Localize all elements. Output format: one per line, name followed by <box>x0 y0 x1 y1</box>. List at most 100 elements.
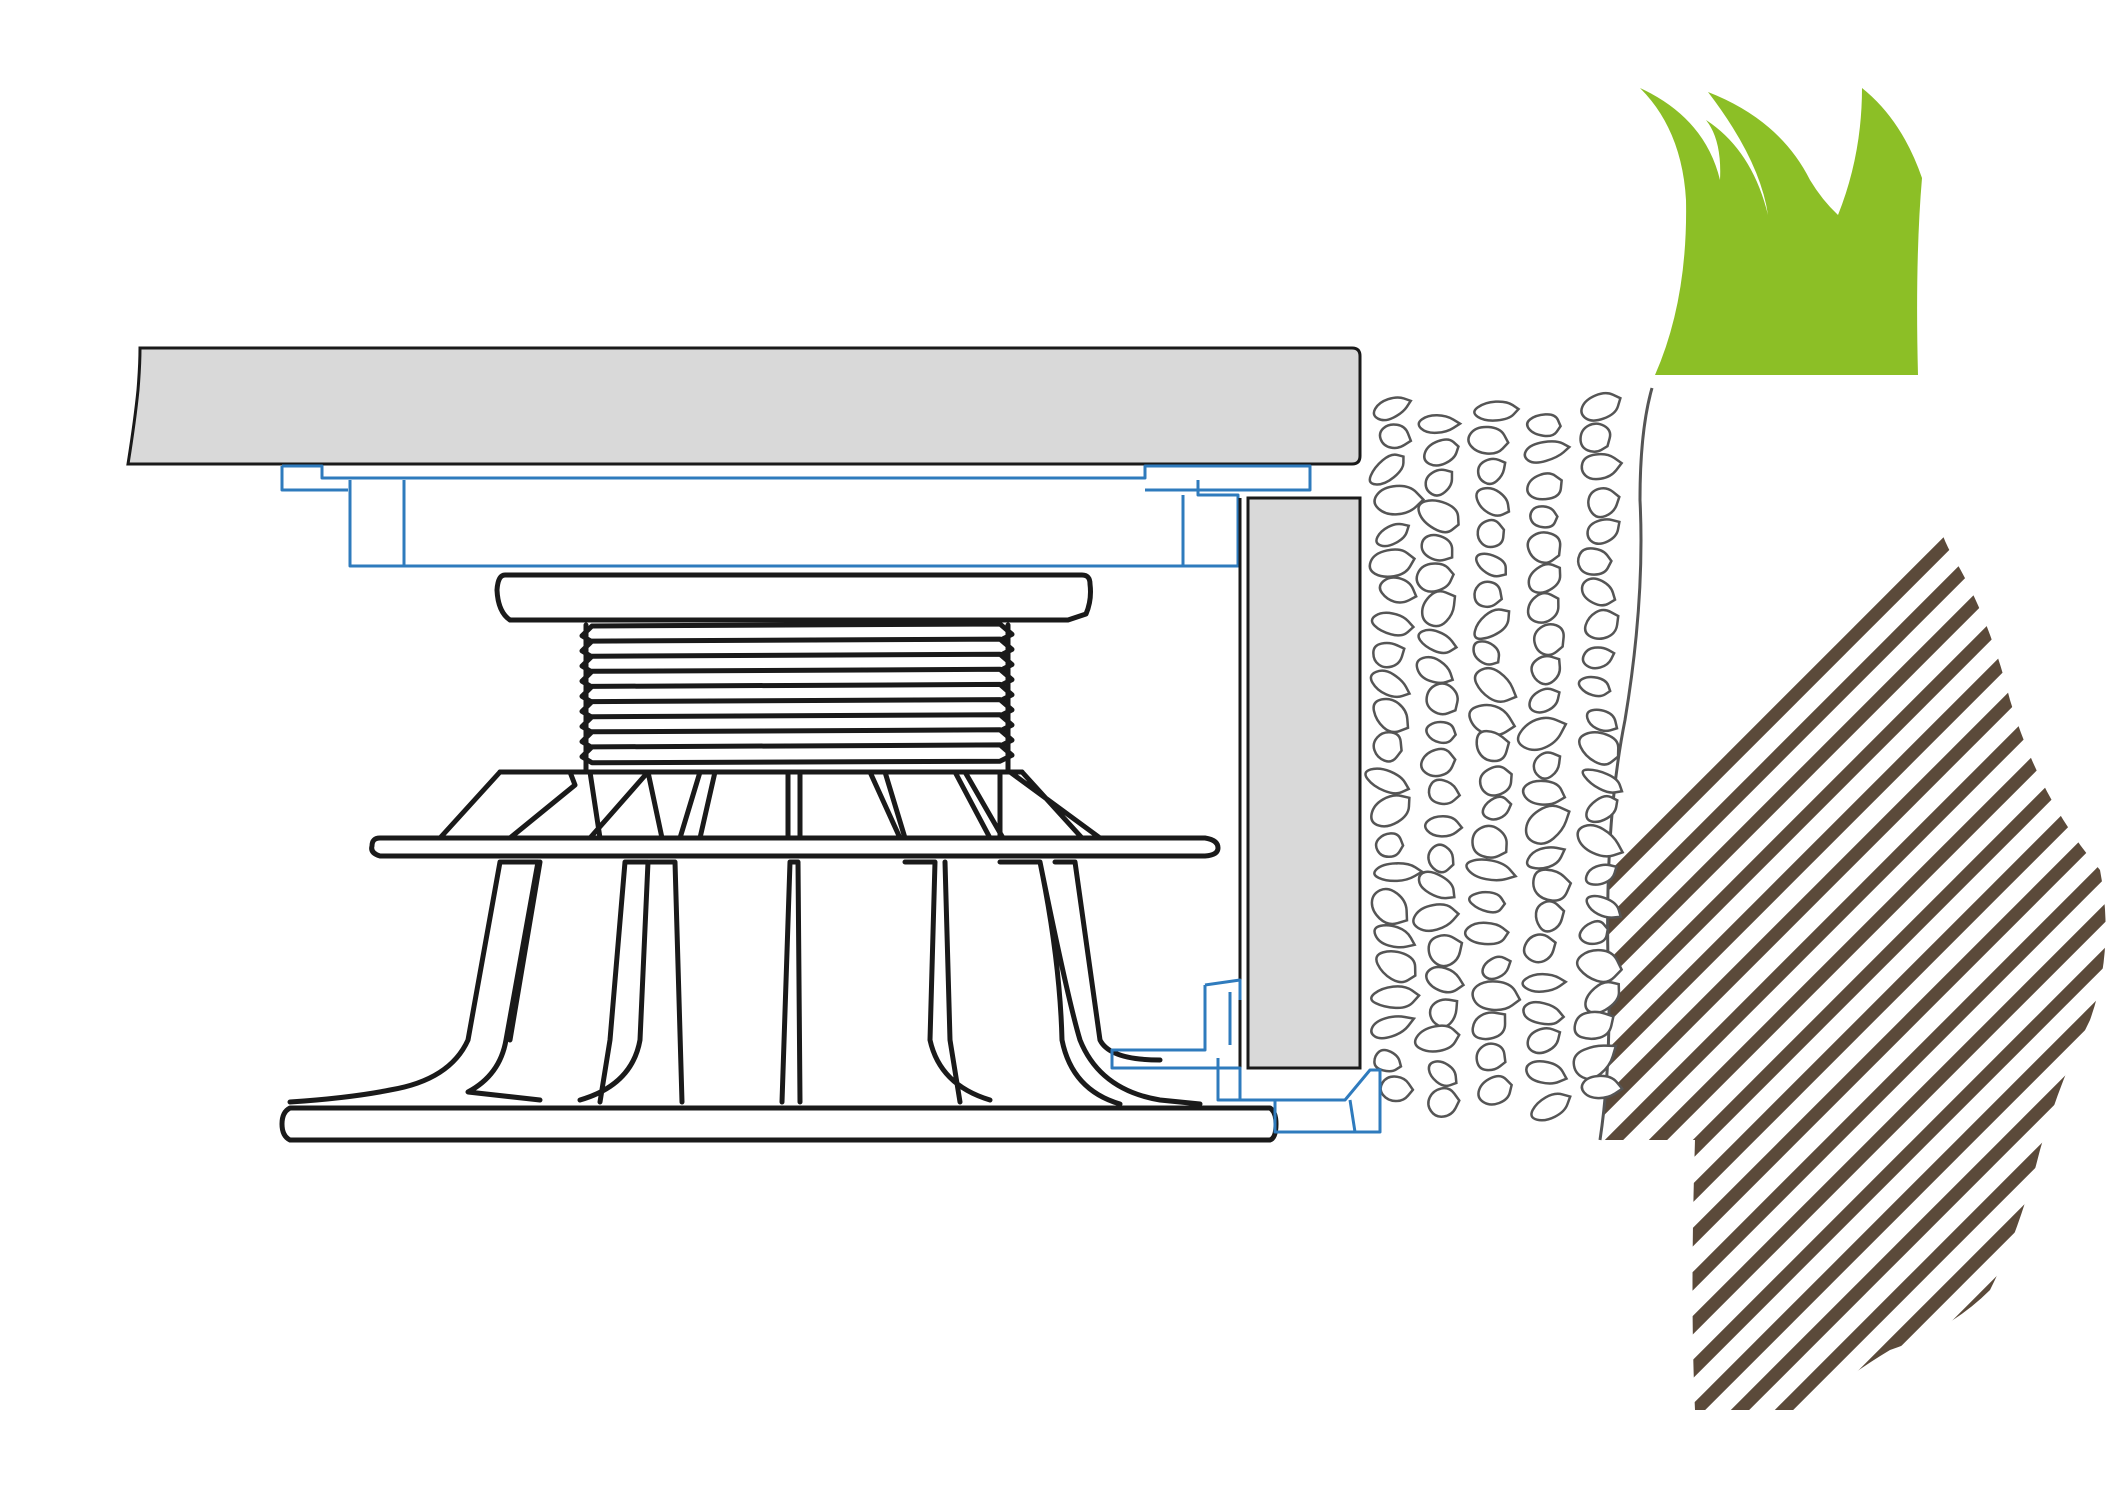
soil-stripe <box>1600 388 2106 1410</box>
soil-stripe <box>1681 388 2106 1410</box>
grass-blades <box>1640 88 1922 375</box>
gravel-stone <box>1516 716 1568 752</box>
pedestal-mid-flange <box>369 835 1221 859</box>
gravel-stone <box>1521 972 1568 993</box>
gravel-stone <box>1425 682 1459 716</box>
gravel-stone <box>1525 413 1562 438</box>
edge-retainer-panel <box>1246 496 1362 1070</box>
gravel-stone <box>1473 666 1518 703</box>
gravel-stone <box>1364 767 1411 795</box>
gravel-stone <box>1578 919 1610 946</box>
gravel-stone <box>1415 655 1455 685</box>
head-clip-tray <box>348 480 1240 568</box>
gravel-stone <box>1373 1048 1403 1073</box>
gravel-stone <box>1475 486 1511 517</box>
gravel-stone <box>1585 708 1619 733</box>
grass-tuft <box>1640 88 1922 375</box>
gravel-stone <box>1417 499 1460 534</box>
gravel-stone <box>1481 955 1513 981</box>
gravel-stone <box>1468 703 1517 737</box>
soil-stripe <box>1769 388 2106 1410</box>
gravel-stone <box>1368 453 1405 486</box>
gravel-stone <box>1526 472 1563 501</box>
gravel-stone <box>1425 965 1466 994</box>
gravel-stone <box>1424 468 1454 497</box>
gravel-stone <box>1378 423 1413 450</box>
gravel-stone <box>1417 870 1456 900</box>
gravel-stone <box>1528 687 1561 714</box>
gravel-stone <box>1481 795 1513 821</box>
soil-stripe <box>1989 388 2106 1410</box>
soil-stripe <box>1600 388 2106 1410</box>
gravel-stone <box>1412 903 1461 933</box>
gravel-stone <box>1587 487 1621 519</box>
gravel-stone <box>1585 894 1623 919</box>
paving-slab <box>126 346 1362 466</box>
gravel-stone <box>1427 1086 1461 1118</box>
gravel-stone <box>1475 552 1507 578</box>
gravel-stone <box>1580 452 1624 481</box>
soil-stripe <box>1600 388 2106 1410</box>
gravel-stone <box>1532 868 1573 902</box>
grass-blade-small <box>1740 180 1770 270</box>
soil-stripe <box>1600 388 2106 1410</box>
gravel-stone <box>1375 522 1411 548</box>
gravel-stone <box>1373 862 1425 883</box>
gravel-stone <box>1417 628 1459 655</box>
gravel-stone <box>1523 440 1572 464</box>
threaded-column <box>579 621 1015 766</box>
gravel-stone <box>1415 562 1456 593</box>
gravel-stone <box>1473 400 1521 422</box>
pedestal-head-plate <box>494 572 1093 623</box>
gravel-stone <box>1477 1074 1514 1106</box>
gravel-stone <box>1378 576 1418 604</box>
gravel-stone <box>1575 948 1624 984</box>
gravel-stone <box>1522 933 1557 964</box>
gravel-stone <box>1478 765 1513 797</box>
gravel-stone <box>1471 1011 1507 1041</box>
gravel-stone <box>1420 590 1457 628</box>
gravel-stone <box>1579 422 1612 454</box>
gravel-stone <box>1370 985 1421 1010</box>
gravel-stone <box>1373 923 1417 949</box>
gravel-stone <box>1475 729 1511 763</box>
gravel-stone <box>1471 824 1508 859</box>
soil-stripe <box>1637 388 2106 1410</box>
gravel-stone <box>1375 949 1417 984</box>
gravel-stone <box>1526 531 1562 565</box>
gravel-stone <box>1526 591 1560 624</box>
gravel-stone <box>1476 518 1506 549</box>
gravel-stone <box>1572 1044 1618 1081</box>
gravel-stone <box>1425 720 1458 745</box>
gravel-stone <box>1370 887 1409 926</box>
slab-head-clip <box>280 464 1312 568</box>
gravel-stone <box>1373 484 1426 516</box>
gravel-stone <box>1423 438 1460 467</box>
gravel-stone <box>1576 823 1625 858</box>
gravel-stone <box>1580 391 1622 422</box>
gravel-stone <box>1465 858 1518 882</box>
pedestal-base-plate <box>279 1105 1279 1143</box>
gravel-stone <box>1420 533 1454 562</box>
gravel-stone <box>1586 518 1621 546</box>
pedestal-ribs-upper <box>437 769 1103 841</box>
gravel-stone <box>1527 562 1562 595</box>
gravel-stone <box>1475 1042 1507 1072</box>
gravel-stone <box>1374 832 1405 859</box>
gravel-stone <box>1473 580 1504 609</box>
gravel-stone <box>1372 731 1403 763</box>
gravel-stone <box>1525 846 1567 870</box>
gravel-stone <box>1379 1075 1415 1103</box>
gravel-stone <box>1524 804 1571 845</box>
gravel-stone <box>1521 779 1567 806</box>
adjustable-pedestal <box>279 572 1279 1143</box>
soil-stripe <box>2077 388 2106 1410</box>
gravel-stone <box>1417 414 1463 435</box>
gravel-stone <box>1585 794 1619 824</box>
gravel-stone <box>1578 731 1620 766</box>
gravel-stone <box>1427 934 1464 968</box>
edge-retainer-clip <box>1110 978 1382 1134</box>
gravel-stone <box>1370 1015 1417 1040</box>
pedestal-base-legs <box>287 859 1203 1107</box>
